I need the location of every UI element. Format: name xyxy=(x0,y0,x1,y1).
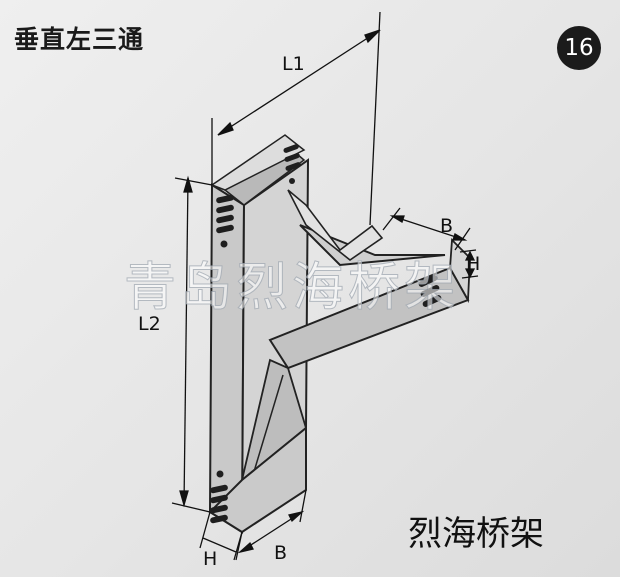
dimension-b-bottom xyxy=(235,489,307,561)
side-slots-upper xyxy=(216,194,234,248)
side-slots-lower xyxy=(210,470,228,524)
dimension-b-top xyxy=(382,207,471,251)
dimension-l1 xyxy=(211,11,381,226)
label-l2: L2 xyxy=(138,313,161,335)
label-h-top: H xyxy=(466,253,480,275)
dimension-h-top xyxy=(459,249,479,279)
label-b-bottom: B xyxy=(274,542,287,564)
branch-inner-channel xyxy=(287,189,384,261)
vertical-tray-side-face xyxy=(208,183,246,534)
dimension-l2 xyxy=(171,175,213,513)
label-h-bottom: H xyxy=(203,548,217,570)
item-number: 16 xyxy=(564,35,594,61)
label-l1: L1 xyxy=(282,53,305,75)
top-flange xyxy=(210,134,306,191)
watermark-text: 青岛烈海桥架 xyxy=(124,258,460,318)
label-b-top: B xyxy=(440,215,453,237)
bottom-flange xyxy=(208,425,307,534)
branch-end-slots xyxy=(418,275,442,307)
diagram-title: 垂直左三通 xyxy=(14,25,145,54)
caption-text: 烈海桥架 xyxy=(408,514,544,554)
item-number-badge: 16 xyxy=(557,26,601,70)
flange-slots-top xyxy=(283,144,301,184)
